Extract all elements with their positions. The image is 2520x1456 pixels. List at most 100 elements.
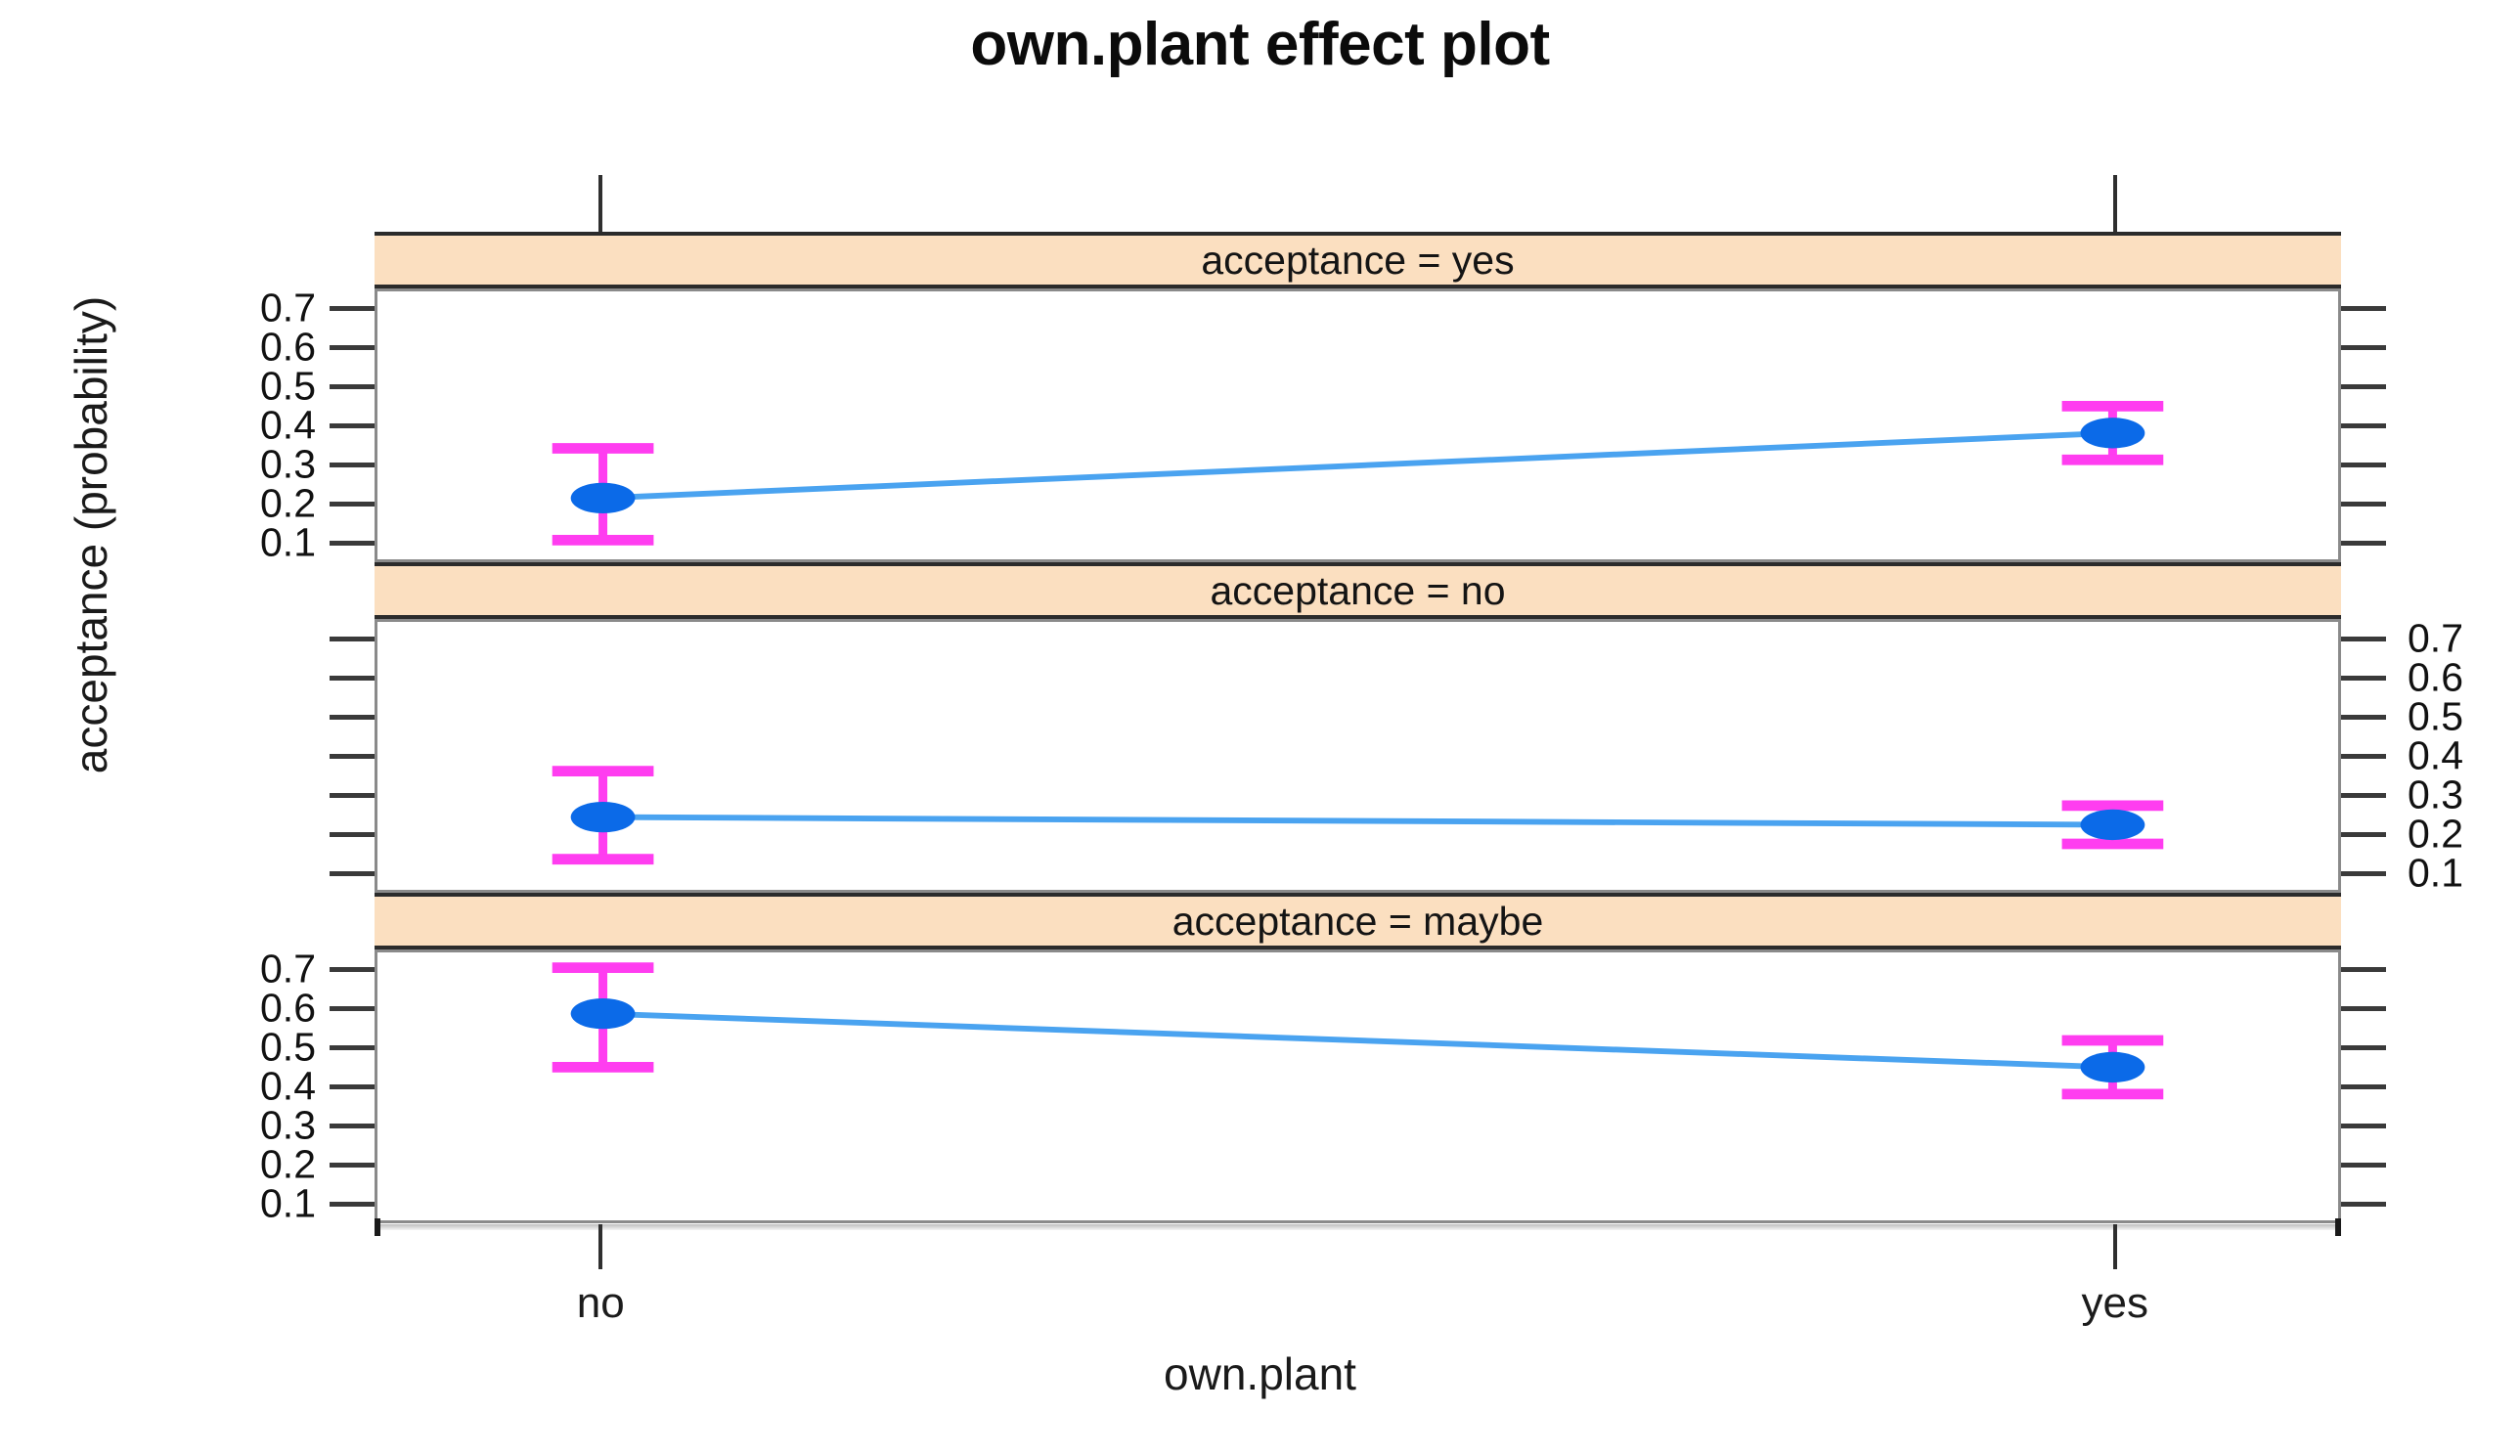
- panel-strip-header: acceptance = yes: [375, 232, 2341, 288]
- y-tick-label: 0.7: [260, 946, 316, 992]
- effect-line: [602, 1010, 2113, 1071]
- y-tick-mark: [2341, 1045, 2386, 1050]
- panel-strip-label: acceptance = maybe: [1172, 898, 1544, 944]
- y-tick-label: 0.1: [2408, 850, 2463, 896]
- y-axis-title: acceptance (probability): [66, 295, 116, 774]
- y-tick-mark: [2341, 384, 2386, 389]
- x-axis-line: [375, 1224, 2341, 1230]
- y-tick-mark: [330, 502, 375, 507]
- x-tick-label: yes: [2081, 1279, 2148, 1327]
- y-tick-mark: [2341, 502, 2386, 507]
- y-tick-mark: [2341, 306, 2386, 311]
- y-tick-mark: [2341, 345, 2386, 350]
- y-tick-mark: [2341, 715, 2386, 720]
- panel-strip-header: acceptance = maybe: [375, 893, 2341, 949]
- data-point: [2080, 809, 2145, 841]
- panel-strip-label: acceptance = yes: [1201, 237, 1515, 283]
- data-point: [570, 801, 636, 833]
- panel-plot-area: [375, 619, 2341, 893]
- y-tick-mark: [330, 384, 375, 389]
- panel-strip-header: acceptance = no: [375, 562, 2341, 619]
- y-tick-label: 0.7: [2408, 615, 2463, 661]
- y-tick-mark: [330, 1124, 375, 1128]
- y-tick-mark: [330, 1163, 375, 1168]
- y-tick-mark: [330, 1045, 375, 1050]
- y-tick-mark: [330, 715, 375, 720]
- data-point: [2080, 1051, 2145, 1083]
- y-tick-mark: [2341, 463, 2386, 467]
- data-point: [2080, 418, 2145, 449]
- y-tick-label: 0.4: [260, 1063, 316, 1109]
- y-tick-label: 0.1: [260, 1180, 316, 1226]
- y-tick-mark: [2341, 871, 2386, 876]
- x-tick-mark: [2112, 1224, 2117, 1269]
- y-tick-mark: [2341, 1163, 2386, 1168]
- y-tick-mark: [330, 871, 375, 876]
- y-tick-label: 0.6: [2408, 654, 2463, 700]
- y-tick-mark: [2341, 1006, 2386, 1011]
- y-tick-label: 0.4: [2408, 732, 2463, 778]
- y-tick-label: 0.7: [260, 285, 316, 331]
- x-tick-mark: [598, 1224, 603, 1269]
- data-point: [570, 997, 636, 1030]
- y-tick-label: 0.3: [260, 1102, 316, 1148]
- data-series: [552, 401, 2164, 546]
- y-tick-mark: [330, 1006, 375, 1011]
- y-tick-mark: [330, 463, 375, 467]
- y-tick-mark: [2341, 637, 2386, 641]
- y-tick-mark: [2341, 1084, 2386, 1089]
- y-tick-label: 0.6: [260, 324, 316, 370]
- y-tick-label: 0.2: [2408, 811, 2463, 857]
- x-axis: no yes: [375, 1218, 2341, 1342]
- y-tick-mark: [330, 1202, 375, 1207]
- y-tick-label: 0.5: [260, 1024, 316, 1070]
- y-tick-mark: [2341, 967, 2386, 972]
- y-tick-mark: [2341, 1124, 2386, 1128]
- y-tick-mark: [330, 754, 375, 759]
- y-tick-mark: [330, 423, 375, 428]
- page-title: own.plant effect plot: [970, 11, 1550, 78]
- y-tick-label: 0.6: [260, 985, 316, 1031]
- data-series: [552, 962, 2164, 1100]
- y-tick-mark: [2341, 1202, 2386, 1207]
- x-tick-mark-top: [598, 175, 603, 232]
- y-tick-label: 0.2: [260, 1141, 316, 1187]
- x-axis-end-cap: [375, 1218, 380, 1236]
- y-tick-label: 0.5: [260, 363, 316, 409]
- x-axis-title: own.plant: [1164, 1348, 1356, 1399]
- y-tick-mark: [330, 637, 375, 641]
- y-tick-mark: [2341, 832, 2386, 837]
- x-tick-mark-top: [2112, 175, 2117, 232]
- data-point: [570, 482, 636, 514]
- panel-plot-area: [375, 949, 2341, 1223]
- y-tick-mark: [330, 1084, 375, 1089]
- y-tick-label: 0.3: [260, 441, 316, 487]
- y-tick-mark: [330, 793, 375, 798]
- panel-strip-label: acceptance = no: [1210, 567, 1506, 613]
- data-series: [552, 766, 2164, 865]
- y-tick-mark: [330, 345, 375, 350]
- effect-line: [602, 429, 2113, 502]
- y-tick-mark: [330, 832, 375, 837]
- y-tick-mark: [2341, 754, 2386, 759]
- y-tick-label: 0.5: [2408, 693, 2463, 739]
- y-tick-mark: [330, 541, 375, 546]
- x-axis-end-cap: [2335, 1218, 2341, 1236]
- y-tick-mark: [2341, 793, 2386, 798]
- x-tick-label: no: [576, 1279, 625, 1327]
- y-tick-label: 0.1: [260, 519, 316, 565]
- y-tick-mark: [2341, 676, 2386, 681]
- y-tick-mark: [330, 676, 375, 681]
- y-tick-label: 0.4: [260, 402, 316, 448]
- effect-line: [602, 814, 2113, 828]
- y-tick-label: 0.3: [2408, 772, 2463, 817]
- y-tick-mark: [2341, 541, 2386, 546]
- y-tick-mark: [330, 306, 375, 311]
